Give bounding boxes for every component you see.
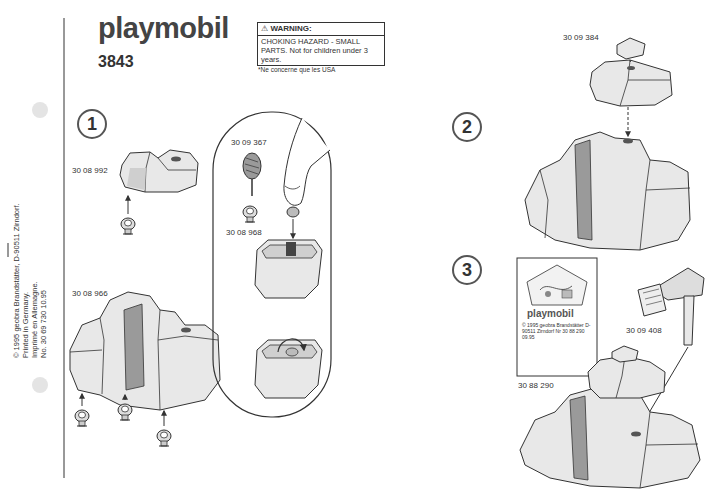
part-number: 30 08 966 bbox=[72, 289, 108, 298]
drawing-polygon bbox=[588, 356, 665, 398]
drawing-polygon bbox=[638, 284, 666, 316]
drawing-polyline bbox=[158, 336, 218, 340]
drawing-line bbox=[164, 411, 165, 426]
drawing-polygon bbox=[120, 150, 198, 192]
drawing-ellipse bbox=[287, 207, 299, 217]
drawing-line bbox=[64, 18, 65, 478]
step-number: 3 bbox=[462, 261, 472, 279]
drawing-line bbox=[645, 295, 661, 299]
drawing-line bbox=[630, 60, 631, 64]
drawing-line bbox=[251, 179, 253, 196]
drawing-polygon bbox=[127, 168, 146, 190]
drawing-ellipse bbox=[623, 139, 633, 144]
drawing-line bbox=[128, 196, 129, 214]
drawing-ellipse bbox=[171, 157, 181, 162]
drawing-ellipse bbox=[286, 348, 298, 356]
warning-text: CHOKING HAZARD - SMALL PARTS. Not for ch… bbox=[258, 36, 384, 65]
drawing-polygon bbox=[525, 132, 690, 250]
drawing-polyline bbox=[646, 188, 690, 190]
drawing-line bbox=[628, 107, 629, 136]
drawing-polygon bbox=[575, 140, 592, 240]
booklet-logo: playmobil bbox=[527, 308, 574, 320]
warning-box: ⚠ WARNING:CHOKING HAZARD - SMALL PARTS. … bbox=[257, 22, 385, 66]
drawing-polyline bbox=[540, 170, 548, 238]
drawing-circle bbox=[545, 291, 551, 297]
drawing-ellipse bbox=[631, 432, 641, 437]
part-number: 30 08 992 bbox=[72, 166, 108, 175]
drawing-circle bbox=[32, 377, 48, 393]
drawing-use bbox=[157, 430, 171, 446]
drawing-polyline bbox=[640, 412, 650, 488]
drawing-polygon bbox=[527, 265, 587, 305]
drawing-line bbox=[643, 289, 659, 293]
drawing-path bbox=[285, 186, 300, 189]
booklet-imprint: © 1995 geobra Brandstätter D-90511 Zirnd… bbox=[522, 323, 592, 340]
drawing-polygon bbox=[684, 296, 694, 345]
part-number: 30 09 408 bbox=[626, 326, 662, 335]
drawing-rect bbox=[213, 112, 331, 417]
drawing-polygon bbox=[520, 388, 700, 488]
copyright-line: Imprimé en Allemagne. bbox=[31, 281, 40, 358]
drawing-line bbox=[246, 158, 258, 162]
drawing-polygon bbox=[70, 292, 220, 410]
drawing-polygon bbox=[590, 60, 672, 106]
drawing-line bbox=[246, 170, 258, 174]
step-number: 2 bbox=[462, 118, 472, 136]
drawing-use bbox=[118, 404, 132, 420]
drawing-use bbox=[243, 206, 257, 222]
drawing-polyline bbox=[646, 444, 698, 445]
drawing-line bbox=[245, 164, 259, 168]
drawing-rect bbox=[562, 290, 572, 298]
set-number: 3843 bbox=[98, 53, 134, 71]
drawing-ellipse bbox=[181, 328, 191, 333]
drawing-rect bbox=[517, 258, 597, 376]
drawing-line bbox=[646, 301, 662, 305]
copyright-line: Printed in Germany. bbox=[22, 292, 31, 358]
step-number-circle: 2 bbox=[452, 112, 482, 142]
drawing-polygon bbox=[617, 38, 645, 59]
drawing-polygon bbox=[255, 340, 322, 398]
drawing-polyline bbox=[640, 160, 650, 250]
step-number-circle: 3 bbox=[452, 255, 482, 285]
brand-logo: playmobil bbox=[98, 12, 229, 45]
drawing-path bbox=[540, 286, 572, 290]
drawing-use bbox=[75, 410, 89, 426]
warning-heading: ⚠ WARNING: bbox=[258, 23, 384, 36]
drawing-polygon bbox=[262, 345, 317, 358]
drawing-line bbox=[125, 395, 126, 400]
drawing-use bbox=[121, 218, 135, 234]
step-number-circle: 1 bbox=[77, 109, 107, 139]
drawing-ellipse bbox=[627, 66, 635, 70]
footnote: *Ne concerne que les USA bbox=[258, 66, 335, 73]
drawing-polygon bbox=[255, 240, 322, 298]
drawing-line bbox=[82, 394, 83, 406]
drawing-circle bbox=[32, 102, 48, 118]
drawing-polyline bbox=[100, 318, 104, 394]
drawing-polyline bbox=[158, 310, 160, 410]
drawing-polygon bbox=[570, 396, 588, 480]
drawing-polyline bbox=[628, 80, 670, 81]
drawing-polygon bbox=[124, 304, 144, 390]
drawing-line bbox=[8, 243, 9, 257]
drawing-rect bbox=[286, 242, 296, 256]
drawing-line bbox=[293, 219, 294, 238]
drawing-polygon bbox=[612, 346, 638, 362]
drawing-path bbox=[284, 118, 330, 205]
step-number: 1 bbox=[87, 115, 97, 133]
part-number: 30 88 290 bbox=[518, 381, 554, 390]
part-number: 30 08 968 bbox=[226, 228, 262, 237]
drawing-ellipse bbox=[243, 153, 261, 179]
copyright-line: No. 30 69 730 10.95 bbox=[40, 290, 49, 358]
part-number: 30 09 367 bbox=[231, 138, 267, 147]
copyright-line: © 1995 geobra Brandstätter, D-90511 Zirn… bbox=[13, 203, 22, 358]
drawing-polyline bbox=[70, 350, 102, 352]
part-number: 30 09 384 bbox=[563, 33, 599, 42]
